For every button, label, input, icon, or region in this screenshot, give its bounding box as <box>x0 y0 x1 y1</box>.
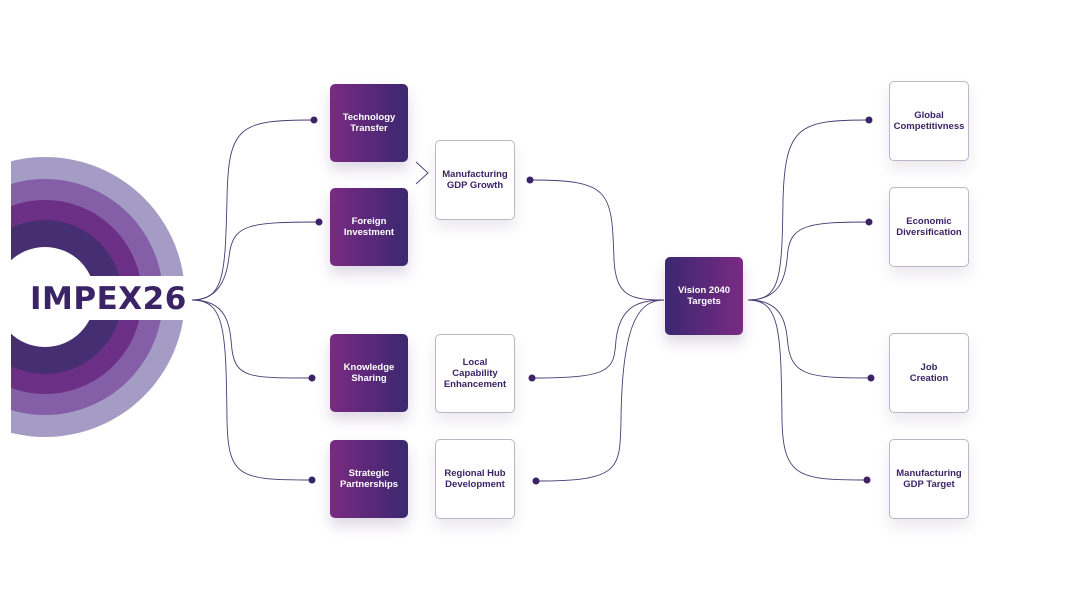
node-global-competitiveness[interactable]: Global Competitivness <box>889 81 969 161</box>
dot-diversification <box>865 218 873 226</box>
node-strategic-partnerships[interactable]: Strategic Partnerships <box>330 440 408 518</box>
connector-logo-technology <box>191 119 315 301</box>
node-knowledge-sharing[interactable]: Knowledge Sharing <box>330 334 408 412</box>
dot-hub-development <box>532 477 540 485</box>
dot-technology <box>310 116 318 124</box>
connector-hub-gdp-target <box>747 299 868 481</box>
connector-logo-knowledge <box>191 299 313 379</box>
connector-logo-partnerships <box>191 299 313 481</box>
node-regional-hub-development[interactable]: Regional Hub Development <box>435 439 515 519</box>
connector-hub-competitiveness <box>747 119 870 301</box>
dot-jobs <box>867 374 875 382</box>
connector-lines <box>191 119 872 482</box>
dot-partnerships <box>308 476 316 484</box>
dot-investment <box>315 218 323 226</box>
node-local-capability-enhancement[interactable]: Local Capability Enhancement <box>435 334 515 413</box>
connector-dots <box>308 116 875 485</box>
node-foreign-investment[interactable]: Foreign Investment <box>330 188 408 266</box>
dot-knowledge <box>308 374 316 382</box>
logo-left-mask <box>0 140 11 460</box>
node-job-creation[interactable]: Job Creation <box>889 333 969 413</box>
dot-gdp-target <box>863 476 871 484</box>
logo-rings <box>0 140 190 460</box>
connector-hub-development-hub <box>535 299 665 482</box>
connector-hub-jobs <box>747 299 872 379</box>
node-manufacturing-gdp-growth[interactable]: Manufacturing GDP Growth <box>435 140 515 220</box>
connector-gdp-growth-hub <box>529 179 665 301</box>
chevron-connector <box>415 161 429 185</box>
logo-text: IMPEX26 <box>30 281 187 317</box>
node-technology-transfer[interactable]: Technology Transfer <box>330 84 408 162</box>
connector-capability-hub <box>531 299 665 379</box>
node-manufacturing-gdp-target[interactable]: Manufacturing GDP Target <box>889 439 969 519</box>
dot-capability <box>528 374 536 382</box>
node-vision-2040-targets[interactable]: Vision 2040 Targets <box>665 257 743 335</box>
logo-text-band <box>0 276 190 320</box>
node-economic-diversification[interactable]: Economic Diversification <box>889 187 969 267</box>
connector-hub-diversification <box>747 221 870 301</box>
dot-gdp-growth <box>526 176 534 184</box>
dot-competitiveness <box>865 116 873 124</box>
connector-logo-investment <box>191 221 320 301</box>
